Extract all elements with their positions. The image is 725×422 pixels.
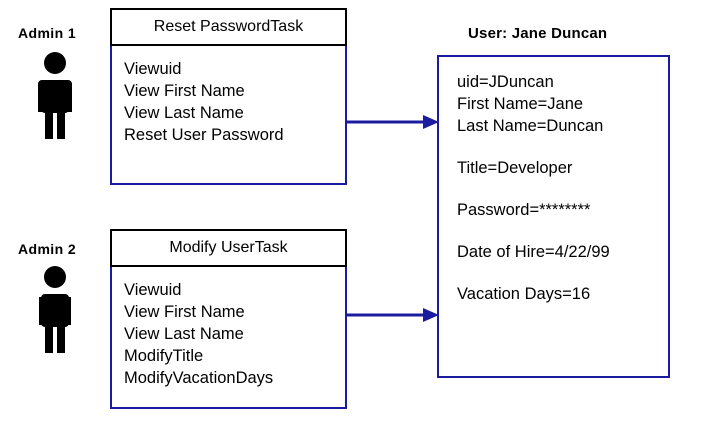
task-header-modify-user: Modify UserTask	[110, 229, 347, 267]
task-item: View First Name	[124, 82, 245, 100]
user-attr-group: Date of Hire=4/22/99	[457, 241, 668, 263]
task-header-reset-password: Reset PasswordTask	[110, 8, 347, 46]
task-item: View Last Name	[124, 104, 244, 122]
user-object-title: User: Jane Duncan	[468, 25, 608, 42]
user-attr-group: Title=Developer	[457, 157, 668, 179]
task-body-modify-user: Viewuid View First Name View Last Name M…	[110, 267, 347, 409]
user-attr-group: uid=JDuncan First Name=Jane Last Name=Du…	[457, 71, 668, 137]
user-attr-group: Password=********	[457, 199, 668, 221]
user-object-box: uid=JDuncan First Name=Jane Last Name=Du…	[437, 55, 670, 378]
task-body-reset-password: Viewuid View First Name View Last Name R…	[110, 46, 347, 185]
user-attr-last-name: Last Name=Duncan	[457, 117, 604, 135]
task-item: Reset User Password	[124, 126, 284, 144]
actor-label-admin-1: Admin 1	[18, 25, 77, 41]
task-title: Reset PasswordTask	[153, 18, 304, 35]
user-attr-group: Vacation Days=16	[457, 283, 668, 305]
task-item: ModifyTitle	[124, 347, 204, 365]
user-attr-password: Password=********	[457, 201, 591, 219]
task-item: ModifyVacationDays	[124, 369, 274, 387]
user-attr-title: Title=Developer	[457, 159, 573, 177]
person-icon	[33, 264, 77, 354]
task-item: Viewuid	[124, 281, 182, 299]
arrow-task1-to-user	[347, 115, 439, 129]
user-attr-vacation-days: Vacation Days=16	[457, 285, 591, 303]
arrow-task2-to-user	[347, 308, 439, 322]
task-item: View Last Name	[124, 325, 244, 343]
actor-label-admin-2: Admin 2	[18, 241, 77, 257]
user-attr-uid: uid=JDuncan	[457, 73, 554, 91]
task-title: Modify UserTask	[169, 239, 288, 256]
user-attr-first-name: First Name=Jane	[457, 95, 584, 113]
person-icon	[33, 50, 77, 140]
user-attr-date-of-hire: Date of Hire=4/22/99	[457, 243, 610, 261]
task-item: View First Name	[124, 303, 245, 321]
task-item: Viewuid	[124, 60, 182, 78]
